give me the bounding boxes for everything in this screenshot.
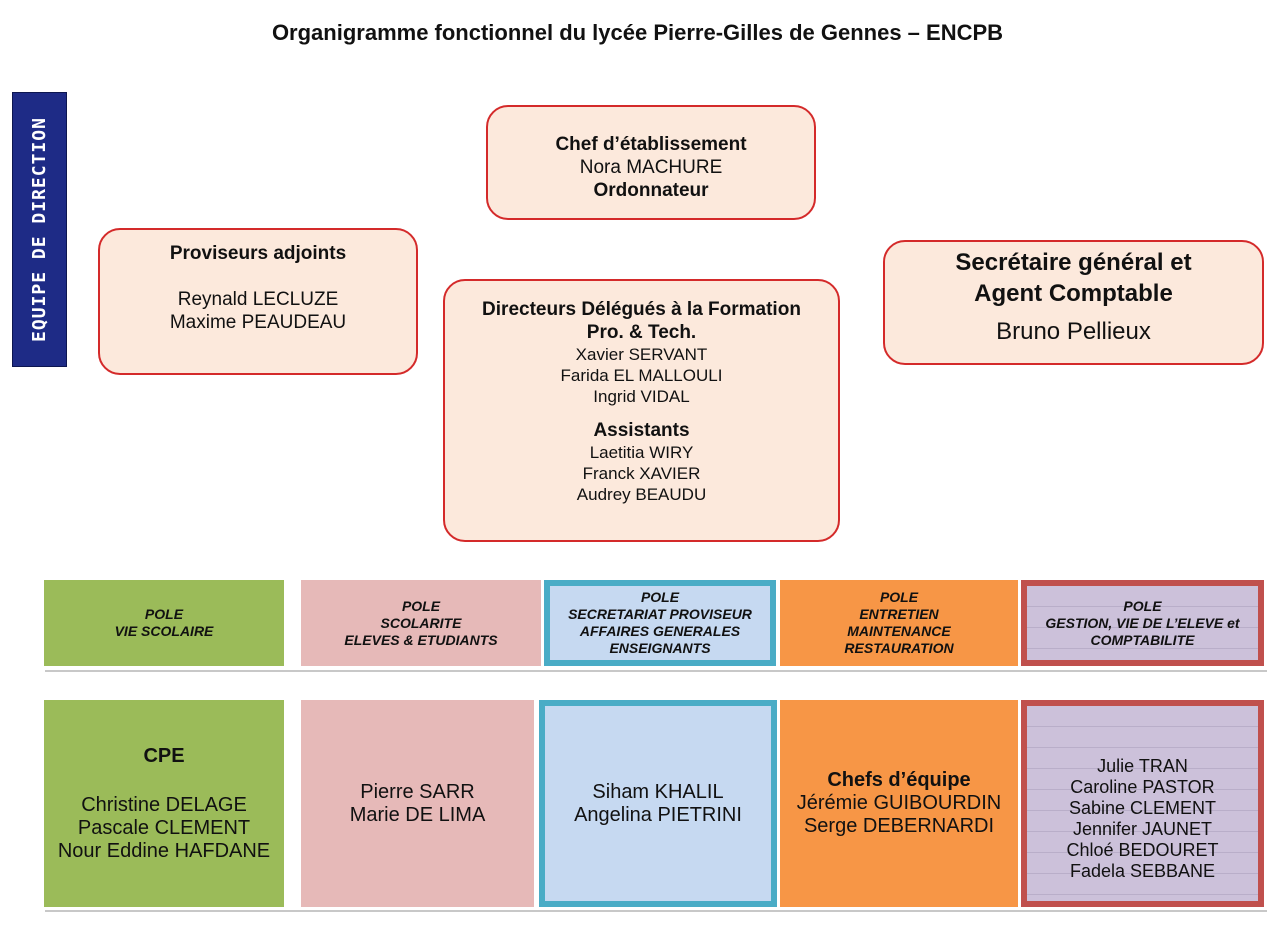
chef-role: Chef d’établissement (555, 134, 747, 155)
secretaire-role-line1: Secrétaire général et (955, 249, 1192, 276)
team-member: Christine DELAGE (81, 793, 247, 816)
pole-label: POLE (401, 597, 441, 614)
pole-label: POLE (879, 589, 919, 605)
proviseurs-role: Proviseurs adjoints (169, 243, 347, 264)
directeur-name: Farida EL MALLOULI (560, 366, 723, 385)
pole-label: COMPTABILITE (1090, 631, 1195, 648)
team-member: Julie TRAN (1097, 755, 1188, 776)
pole-label: RESTAURATION (844, 640, 954, 656)
pole-secretariat: POLE SECRETARIAT PROVISEUR AFFAIRES GENE… (544, 580, 776, 666)
chart-title: Organigramme fonctionnel du lycée Pierre… (271, 20, 1004, 45)
chef-name: Nora MACHURE (579, 157, 723, 178)
direction-band-label: EQUIPE DE DIRECTION (29, 117, 50, 342)
team-member: Jérémie GUIBOURDIN (796, 792, 1002, 814)
pole-label: GESTION, VIE DE L’ELEVE et (1045, 614, 1240, 631)
directeurs-role-line1: Directeurs Délégués à la Formation (482, 299, 801, 320)
pole-label: POLE (144, 606, 184, 622)
assistants-label: Assistants (593, 420, 690, 441)
direction-band: EQUIPE DE DIRECTION (12, 92, 67, 367)
pole-label: POLE (1123, 597, 1162, 614)
team-member: Marie DE LIMA (349, 803, 486, 826)
team-member: Caroline PASTOR (1070, 776, 1215, 797)
directeurs-role-line2: Pro. & Tech. (586, 322, 697, 343)
team-heading: CPE (143, 744, 185, 767)
pole-label: SCOLARITE (380, 614, 462, 631)
secretaire-card: Secrétaire général et Agent Comptable Br… (883, 240, 1264, 365)
team-member: Nour Eddine HAFDANE (57, 839, 271, 862)
team-secretariat: Siham KHALIL Angelina PIETRINI (539, 700, 777, 907)
team-member: Jennifer JAUNET (1072, 818, 1213, 839)
chef-subrole: Ordonnateur (593, 180, 709, 201)
team-member: Angelina PIETRINI (574, 803, 742, 826)
team-member: Pascale CLEMENT (77, 816, 251, 839)
team-heading: Chefs d’équipe (827, 769, 971, 791)
proviseur-name: Reynald LECLUZE (177, 289, 339, 310)
proviseurs-card: Proviseurs adjoints Reynald LECLUZE Maxi… (98, 228, 418, 375)
pole-label: AFFAIRES GENERALES (579, 623, 741, 639)
pole-label: ENSEIGNANTS (609, 640, 711, 656)
team-row-separator (45, 910, 1267, 912)
assistant-name: Laetitia WIRY (589, 443, 694, 462)
directeur-name: Ingrid VIDAL (593, 387, 690, 406)
pole-label: ENTRETIEN (859, 606, 939, 622)
proviseur-name: Maxime PEAUDEAU (169, 312, 347, 333)
pole-label: POLE (640, 589, 680, 605)
team-vie-scolaire: CPE Christine DELAGE Pascale CLEMENT Nou… (44, 700, 284, 907)
pole-scolarite: POLE SCOLARITE ELEVES & ETUDIANTS (301, 580, 541, 666)
secretaire-role-line2: Agent Comptable (974, 280, 1173, 307)
chef-card: Chef d’établissement Nora MACHURE Ordonn… (486, 105, 816, 220)
team-member: Siham KHALIL (592, 780, 724, 803)
directeurs-card: Directeurs Délégués à la Formation Pro. … (443, 279, 840, 542)
pole-label: SECRETARIAT PROVISEUR (568, 606, 752, 622)
team-member: Fadela SEBBANE (1069, 860, 1216, 881)
team-member: Sabine CLEMENT (1068, 797, 1217, 818)
assistant-name: Audrey BEAUDU (576, 485, 707, 504)
team-member: Pierre SARR (360, 780, 475, 803)
team-member: Chloé BEDOURET (1066, 839, 1219, 860)
directeur-name: Xavier SERVANT (575, 345, 708, 364)
team-entretien: Chefs d’équipe Jérémie GUIBOURDIN Serge … (780, 700, 1018, 907)
team-member: Serge DEBERNARDI (803, 815, 995, 837)
team-scolarite: Pierre SARR Marie DE LIMA (301, 700, 534, 907)
team-gestion: Julie TRAN Caroline PASTOR Sabine CLEMEN… (1021, 700, 1264, 907)
pole-entretien: POLE ENTRETIEN MAINTENANCE RESTAURATION (780, 580, 1018, 666)
pole-vie-scolaire: POLE VIE SCOLAIRE (44, 580, 284, 666)
pole-row-separator (45, 670, 1267, 672)
assistant-name: Franck XAVIER (582, 464, 701, 483)
pole-label: VIE SCOLAIRE (114, 623, 214, 639)
pole-gestion: POLE GESTION, VIE DE L’ELEVE et COMPTABI… (1021, 580, 1264, 666)
pole-label: MAINTENANCE (847, 623, 951, 639)
secretaire-name: Bruno Pellieux (996, 318, 1151, 345)
pole-label: ELEVES & ETUDIANTS (344, 631, 498, 648)
